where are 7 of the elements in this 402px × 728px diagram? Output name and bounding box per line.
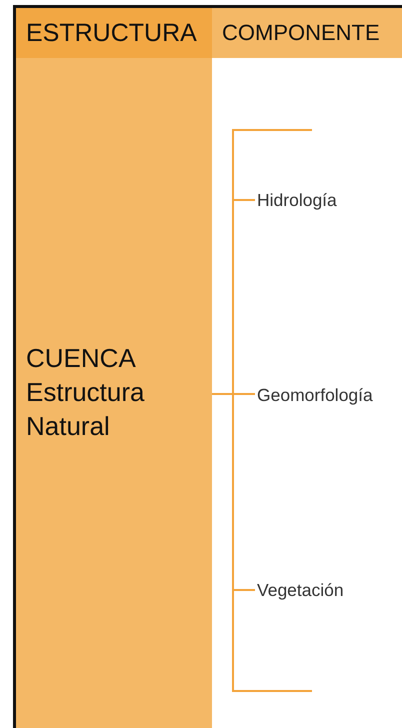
header-cell: ESTRUCTURA (16, 8, 212, 58)
component-label: Geomorfología (255, 300, 402, 490)
category-panel: CUENCA Estructura Natural (16, 58, 212, 728)
bracket-line (212, 393, 255, 591)
component-label: Vegetación (255, 500, 402, 680)
component-label: Hidrología (255, 140, 402, 260)
header-cell: COMPONENTE (212, 8, 402, 58)
